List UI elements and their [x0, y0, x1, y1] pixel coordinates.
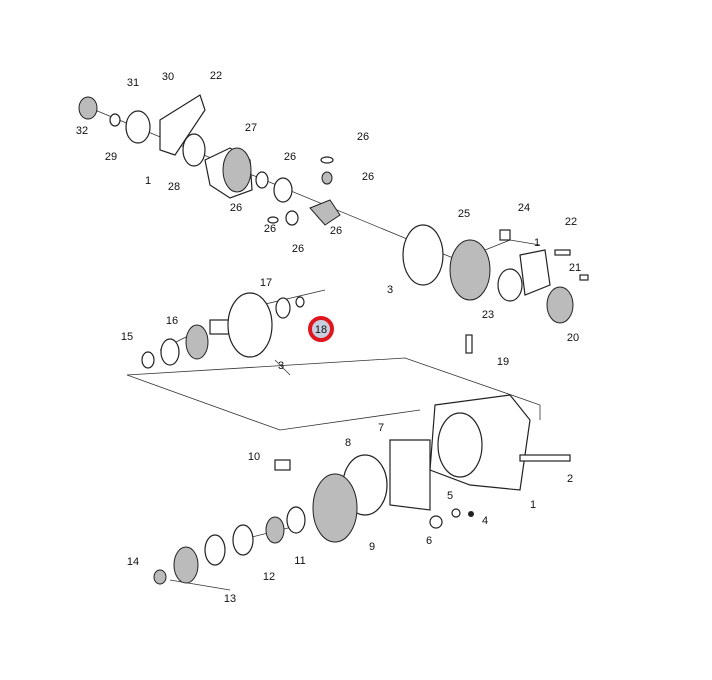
pinion-group — [141, 292, 305, 369]
callout-23[interactable]: 23 — [482, 309, 494, 321]
callout-26[interactable]: 26 — [362, 171, 374, 183]
callout-9[interactable]: 9 — [369, 541, 375, 553]
callout-5[interactable]: 5 — [447, 490, 453, 502]
callout-26[interactable]: 26 — [284, 151, 296, 163]
callout-11[interactable]: 11 — [294, 555, 305, 567]
housing-group — [153, 394, 571, 585]
callout-27[interactable]: 27 — [245, 122, 257, 134]
callout-1[interactable]: 1 — [145, 175, 151, 187]
callout-16[interactable]: 16 — [166, 315, 178, 327]
callout-21[interactable]: 21 — [569, 262, 581, 274]
callout-31[interactable]: 31 — [127, 77, 139, 89]
callout-labels: 31 30 22 32 29 1 28 27 26 26 26 26 26 26… — [76, 70, 581, 605]
callout-20[interactable]: 20 — [567, 332, 579, 344]
selected-callout-highlight[interactable] — [308, 316, 334, 342]
callout-25[interactable]: 25 — [458, 208, 470, 220]
callout-28[interactable]: 28 — [168, 181, 180, 193]
callout-26[interactable]: 26 — [357, 131, 369, 143]
callout-3[interactable]: 3 — [278, 360, 284, 372]
callout-19[interactable]: 19 — [497, 356, 509, 368]
callout-8[interactable]: 8 — [345, 437, 351, 449]
callout-4[interactable]: 4 — [482, 515, 488, 527]
callout-1[interactable]: 1 — [534, 237, 540, 249]
callout-29[interactable]: 29 — [105, 151, 117, 163]
callout-10[interactable]: 10 — [248, 451, 260, 463]
callout-24[interactable]: 24 — [518, 202, 530, 214]
callout-12[interactable]: 12 — [263, 571, 275, 583]
callout-17[interactable]: 17 — [260, 277, 272, 289]
callout-6[interactable]: 6 — [426, 535, 432, 547]
callout-26[interactable]: 26 — [230, 202, 242, 214]
callout-2[interactable]: 2 — [567, 473, 573, 485]
callout-26[interactable]: 26 — [264, 223, 276, 235]
callout-32[interactable]: 32 — [76, 125, 88, 137]
callout-13[interactable]: 13 — [224, 593, 236, 605]
upper-carrier-parts — [78, 94, 589, 354]
callout-30[interactable]: 30 — [162, 71, 174, 83]
callout-22[interactable]: 22 — [210, 70, 222, 82]
callout-18-selected[interactable]: 18 — [315, 324, 327, 336]
callout-26[interactable]: 26 — [330, 225, 342, 237]
callout-15[interactable]: 15 — [121, 331, 133, 343]
callout-3[interactable]: 3 — [387, 284, 393, 296]
callout-7[interactable]: 7 — [378, 422, 384, 434]
callout-14[interactable]: 14 — [127, 556, 139, 568]
callout-22[interactable]: 22 — [565, 216, 577, 228]
callout-26[interactable]: 26 — [292, 243, 304, 255]
callout-1[interactable]: 1 — [530, 499, 536, 511]
